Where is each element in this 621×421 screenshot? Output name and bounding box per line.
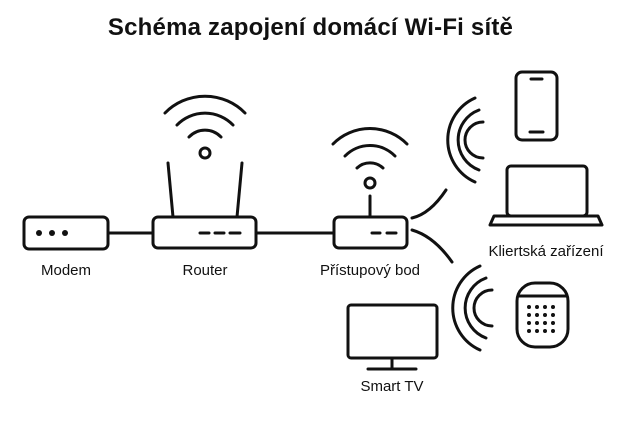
smart-tv-label: Smart TV: [360, 378, 424, 395]
laptop-icon: [488, 164, 604, 227]
diagram-title: Schéma zapojení domácí Wi-Fi sítě: [107, 14, 514, 41]
smart-tv-icon: [346, 303, 439, 371]
smart-speaker-icon: [515, 281, 570, 349]
wireless-link-upper: [410, 188, 448, 220]
client-wireless-waves-lower: [451, 264, 494, 352]
client-devices-label: Kliertská zařízení: [488, 243, 604, 260]
smartphone-icon: [514, 70, 559, 142]
modem-icon: [22, 215, 110, 251]
client-wireless-waves-upper: [446, 96, 485, 184]
router-wifi-signal-icon: [163, 94, 247, 160]
modem-label: Modem: [40, 262, 92, 279]
wireless-link-lower: [410, 228, 454, 264]
access-point-icon: [332, 194, 409, 250]
access-point-label: Přístupový bod: [319, 262, 421, 279]
router-icon: [151, 161, 258, 250]
access-point-wifi-signal-icon: [331, 127, 409, 190]
router-label: Router: [182, 262, 228, 279]
